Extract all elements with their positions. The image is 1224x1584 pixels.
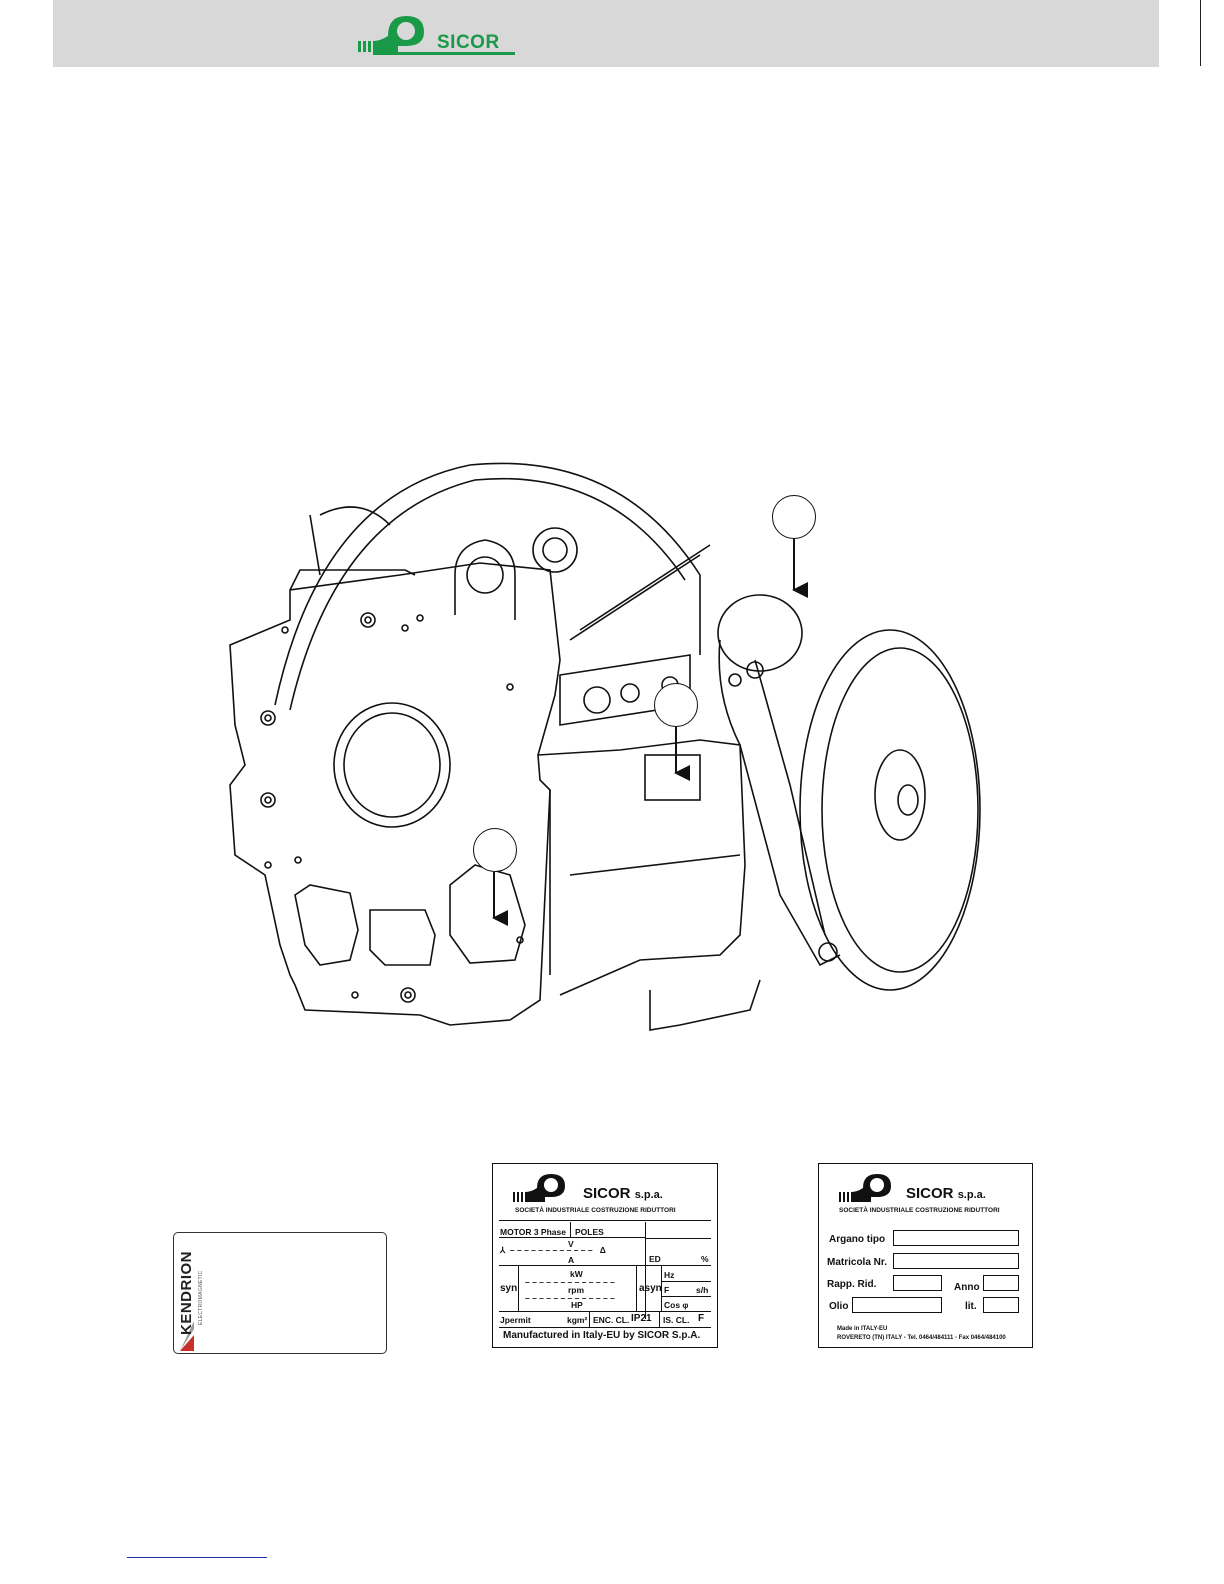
motor-v: V (568, 1239, 574, 1249)
footer-link-underline (127, 1557, 267, 1558)
argano-nameplate: SICOR s.p.a. SOCIETÀ INDUSTRIALE COSTRUZ… (818, 1163, 1033, 1348)
kendrion-logo-mark (180, 1321, 194, 1351)
motor-nameplate: SICOR s.p.a. SOCIETÀ INDUSTRIALE COSTRUZ… (492, 1163, 718, 1348)
motor-footer: Manufactured in Italy-EU by SICOR S.p.A. (503, 1330, 701, 1341)
dash-row-1: – – – – – – – – – – – – – (525, 1277, 615, 1287)
motor-cos: Cos φ (664, 1300, 689, 1310)
motor-f: F (664, 1285, 670, 1295)
argano-tipo-field (893, 1230, 1019, 1246)
kendrion-brand: KENDRION (178, 1250, 195, 1335)
motor-a: A (568, 1255, 575, 1265)
callout-1 (772, 495, 816, 539)
motor-poles: POLES (575, 1227, 604, 1237)
dash-row-2: – – – – – – – – – – – – – (525, 1293, 615, 1303)
motor-jpermit: Jpermit (500, 1315, 531, 1325)
motor-phase: MOTOR 3 Phase (500, 1227, 566, 1237)
sicor-plate-logo (513, 1174, 565, 1202)
callout-3 (473, 828, 517, 872)
rapp-rid: Rapp. Rid. (827, 1279, 877, 1290)
olio: Olio (829, 1301, 849, 1312)
matricola: Matricola Nr. (827, 1257, 888, 1268)
motor-hp: HP (571, 1300, 583, 1310)
gear-motor-drawing (229, 462, 981, 1031)
argano-plate-company: SOCIETÀ INDUSTRIALE COSTRUZIONE RIDUTTOR… (839, 1207, 1000, 1214)
argano-tipo: Argano tipo (829, 1234, 886, 1245)
made-in: Made in ITALY-EU (837, 1326, 888, 1332)
motor-kw: kW (570, 1269, 583, 1279)
page-header: SICOR (53, 0, 1159, 67)
motor-ip: IP21 (631, 1313, 652, 1324)
motor-ed: ED (649, 1254, 661, 1264)
sicor-logo (358, 16, 515, 55)
lit: lit. (965, 1301, 977, 1312)
kendrion-plate: KENDRION ELECTROMAGNETIC (173, 1232, 387, 1354)
motor-syn: syn (500, 1283, 518, 1294)
motor-iscl: IS. CL. (663, 1315, 690, 1325)
argano-plate-brand: SICOR s.p.a. (906, 1185, 986, 1202)
margin-line (1200, 0, 1201, 66)
rapp-rid-field (893, 1275, 942, 1291)
motor-asyn: asyn (639, 1283, 662, 1294)
motor-sh: s/h (696, 1285, 709, 1295)
sicor-plate-logo-2 (839, 1174, 891, 1202)
motor-iscl-val: F (698, 1313, 705, 1324)
callout-2 (654, 683, 698, 727)
kendrion-sub: ELECTROMAGNETIC (198, 1270, 204, 1325)
motor-pct: % (701, 1254, 709, 1264)
matricola-field (893, 1253, 1019, 1269)
address: ROVERETO (TN) ITALY - Tel. 0464/484111 -… (837, 1335, 1006, 1341)
motor-plate-company: SOCIETÀ INDUSTRIALE COSTRUZIONE RIDUTTOR… (515, 1207, 676, 1214)
anno-field (983, 1275, 1019, 1291)
motor-plate-brand: SICOR s.p.a. (583, 1185, 663, 1202)
anno: Anno (954, 1282, 980, 1293)
motor-rpm: rpm (568, 1285, 585, 1295)
motor-kgm: kgm² (567, 1315, 588, 1325)
motor-enc: ENC. CL. (593, 1315, 630, 1325)
motor-hz: Hz (664, 1270, 675, 1280)
olio-field (852, 1297, 942, 1313)
lit-field (983, 1297, 1019, 1313)
brand-name: SICOR (437, 32, 500, 53)
star-symbol: ⅄ – – – – – – – – – – – – Δ (500, 1245, 606, 1255)
